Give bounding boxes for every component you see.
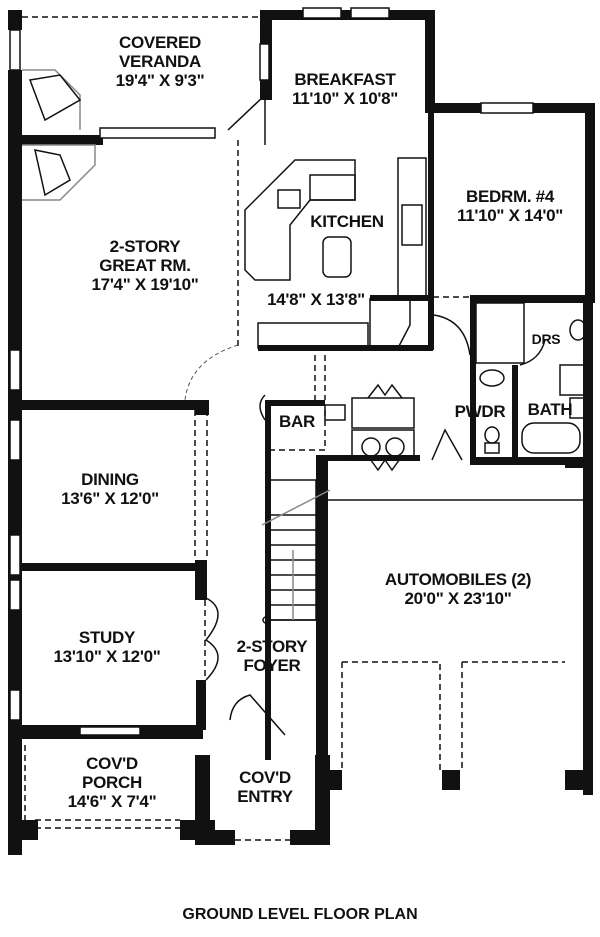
room-size: 17'4" X 19'10" — [91, 275, 199, 294]
room-name: BATH — [527, 400, 573, 419]
room-size: 14'8" X 13'8" — [267, 290, 365, 309]
room-bar: BAR — [279, 412, 315, 431]
room-name: ENTRY — [237, 787, 293, 806]
room-name: BAR — [279, 412, 315, 431]
room-garage: AUTOMOBILES (2) 20'0" X 23'10" — [384, 570, 532, 608]
bath-fixtures — [475, 302, 587, 454]
room-size: 11'10" X 14'0" — [456, 206, 564, 225]
room-name: GREAT RM. — [99, 256, 191, 275]
plan-title: GROUND LEVEL FLOOR PLAN — [182, 906, 418, 923]
room-covered-veranda: COVERED VERANDA 19'4" X 9'3" — [116, 33, 205, 90]
door-swings — [184, 314, 471, 736]
room-name: BREAKFAST — [294, 70, 396, 89]
room-breakfast: BREAKFAST 11'10" X 10'8" — [292, 70, 398, 108]
room-name: BEDRM. #4 — [465, 187, 554, 206]
room-kitchen-name: KITCHEN — [310, 212, 384, 231]
room-name: KITCHEN — [310, 212, 384, 231]
room-name: 2-STORY — [236, 637, 308, 656]
room-name: STUDY — [78, 628, 136, 647]
room-name: DINING — [81, 470, 139, 489]
room-kitchen-size: 14'8" X 13'8" — [267, 290, 365, 309]
exterior-walls — [8, 10, 595, 855]
room-name: AUTOMOBILES (2) — [384, 570, 532, 589]
kitchen-fixtures — [244, 157, 427, 349]
windows — [9, 7, 534, 736]
room-size: 13'10" X 12'0" — [53, 647, 161, 666]
room-name: COV'D — [239, 768, 291, 787]
room-name: COV'D — [86, 754, 138, 773]
room-size: 20'0" X 23'10" — [404, 589, 512, 608]
room-size: 11'10" X 10'8" — [291, 89, 399, 108]
room-powder: PWDR — [455, 402, 506, 421]
room-bedroom-4: BEDRM. #4 11'10" X 14'0" — [457, 187, 563, 225]
room-name: FOYER — [243, 656, 301, 675]
room-size: 14'6" X 7'4" — [67, 792, 157, 811]
room-covered-entry: COV'D ENTRY — [237, 768, 293, 806]
room-size: 13'6" X 12'0" — [61, 489, 159, 508]
room-name: COVERED — [119, 33, 201, 52]
room-name: PORCH — [82, 773, 142, 792]
room-foyer: 2-STORY FOYER — [237, 637, 308, 675]
bar-fixtures — [269, 383, 463, 472]
room-name: DRS — [531, 331, 561, 347]
room-name: 2-STORY — [109, 237, 181, 256]
room-bath: BATH — [528, 400, 573, 419]
room-study: STUDY 13'10" X 12'0" — [54, 628, 161, 666]
room-dining: DINING 13'6" X 12'0" — [61, 470, 159, 508]
room-great-room: 2-STORY GREAT RM. 17'4" X 19'10" — [92, 237, 199, 294]
room-size: 19'4" X 9'3" — [115, 71, 205, 90]
room-dressing: DRS — [532, 330, 561, 349]
room-covered-porch: COV'D PORCH 14'6" X 7'4" — [68, 754, 157, 811]
stairs — [261, 479, 331, 624]
room-name: PWDR — [454, 402, 506, 421]
room-name: VERANDA — [119, 52, 201, 71]
